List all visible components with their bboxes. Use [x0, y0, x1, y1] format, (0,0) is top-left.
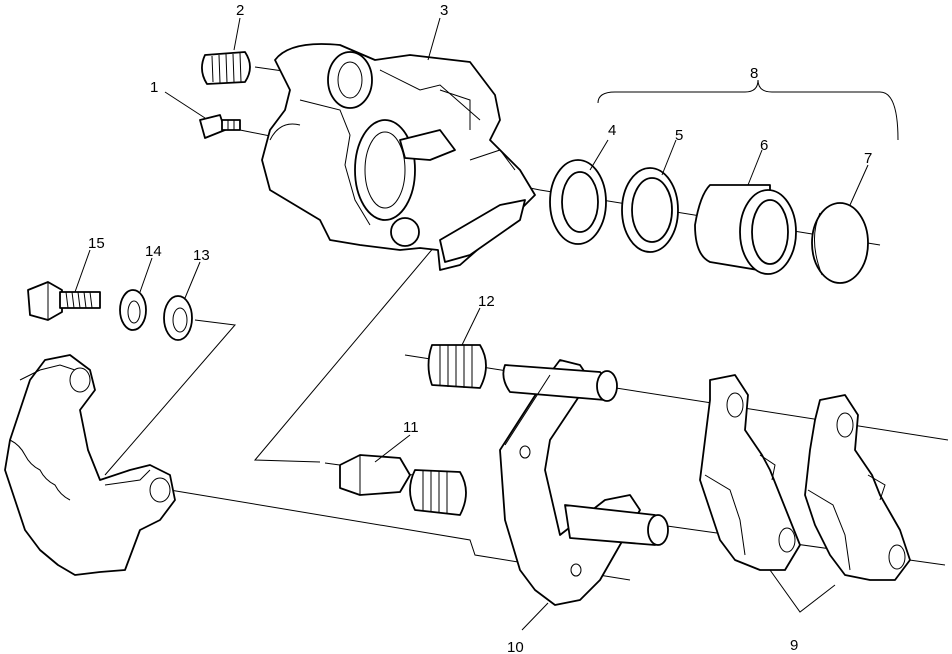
leader-lines [74, 17, 899, 631]
callout-labels: 1 2 3 4 5 6 7 8 9 10 11 12 13 14 15 [88, 2, 872, 654]
callout-12: 12 [478, 293, 495, 310]
part-bleeder-cap [201, 51, 251, 85]
part-flat-washer [163, 295, 193, 341]
part-piston [694, 184, 797, 275]
part-bracket [499, 359, 669, 606]
callout-5: 5 [675, 127, 683, 144]
callout-15: 15 [88, 235, 105, 252]
callout-11: 11 [403, 419, 419, 436]
part-brake-pad-outer [804, 394, 911, 581]
callout-1: 1 [150, 79, 158, 96]
part-seal-5 [621, 167, 679, 253]
callout-13: 13 [193, 247, 210, 264]
part-seal-4 [549, 159, 607, 245]
callout-14: 14 [145, 243, 162, 260]
part-lock-washer [119, 289, 147, 331]
part-slide-pin [339, 454, 467, 516]
callout-10: 10 [507, 639, 524, 654]
callout-7: 7 [864, 150, 872, 167]
callout-8: 8 [750, 65, 758, 82]
callout-3: 3 [440, 2, 448, 19]
part-caliper-body [261, 43, 536, 271]
part-boot-upper [427, 344, 487, 389]
part-dust-cap [811, 202, 869, 284]
part-brake-pad-inner [699, 374, 801, 571]
callout-9: 9 [790, 637, 798, 654]
part-bolt [27, 281, 101, 321]
callout-6: 6 [760, 137, 768, 154]
part-mounting-knuckle [4, 354, 176, 576]
callout-2: 2 [236, 2, 244, 19]
part-bleeder-valve [199, 114, 241, 139]
callout-4: 4 [608, 122, 616, 139]
